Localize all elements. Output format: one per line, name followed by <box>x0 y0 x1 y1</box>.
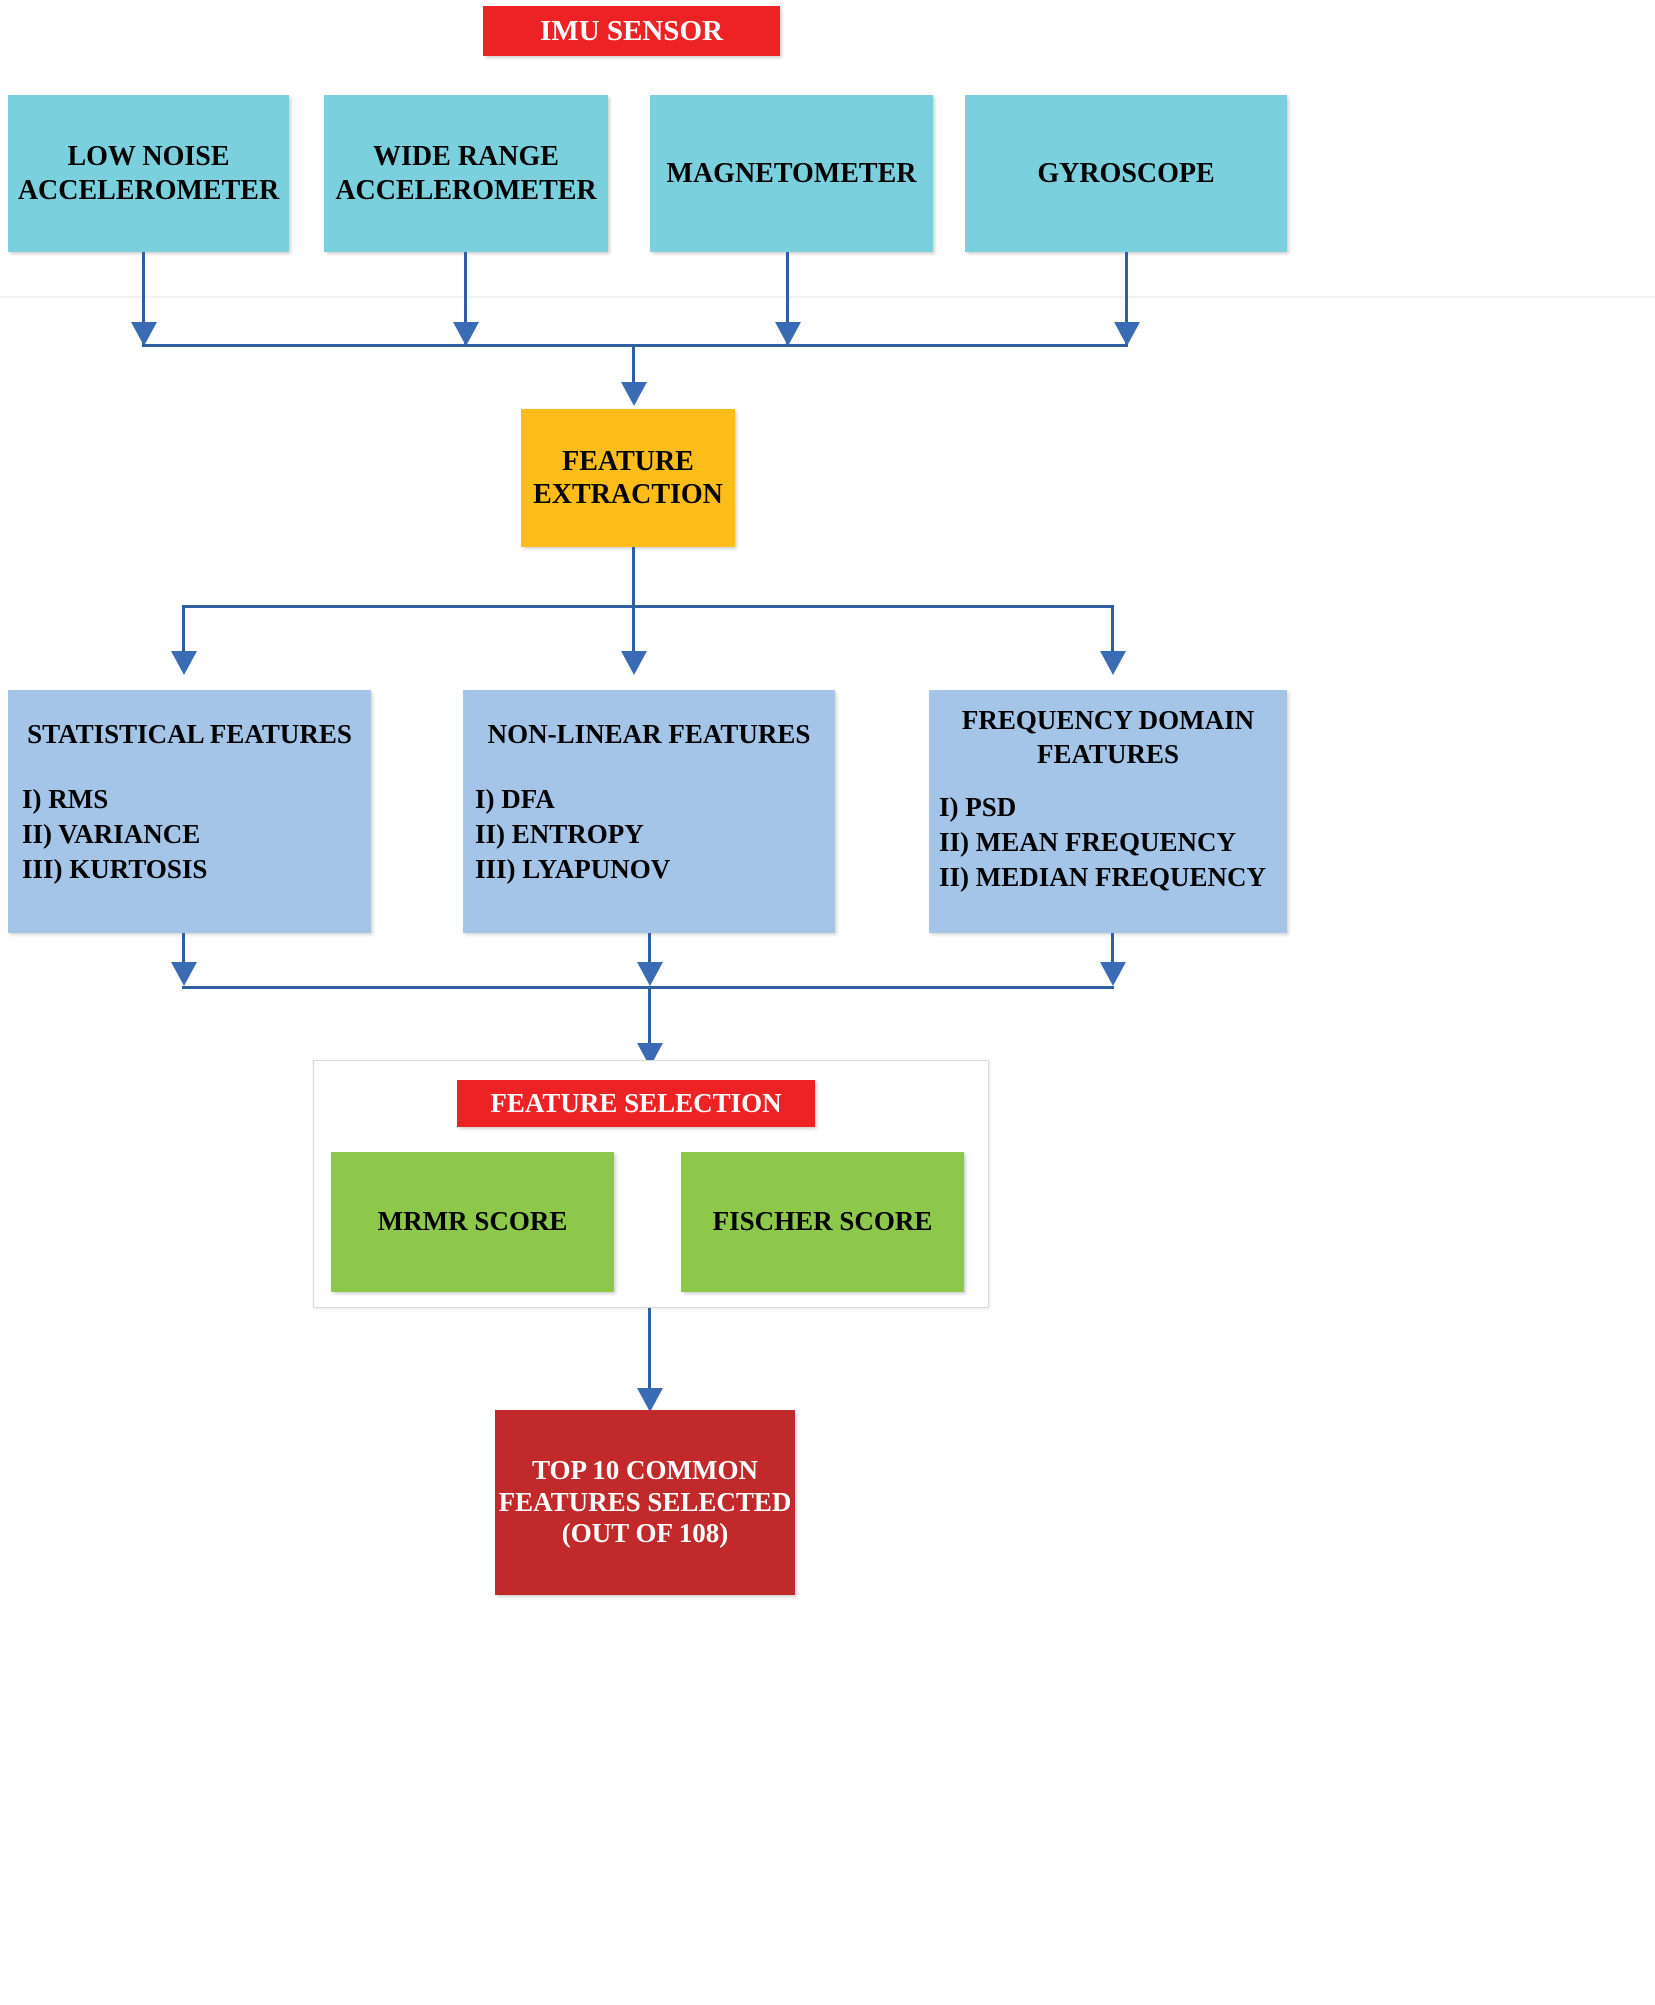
arrowhead-result <box>637 1388 663 1412</box>
node-imu-sensor: IMU SENSOR <box>483 6 780 56</box>
background-rule <box>0 296 1655 298</box>
statistical-feature-item: III) KURTOSIS <box>22 853 208 884</box>
node-mrmr-score: MRMR SCORE <box>331 1152 614 1292</box>
node-nonlinear-features-title: NON-LINEAR FEATURES <box>487 719 811 749</box>
node-statistical-features-items: I) RMS II) VARIANCE III) KURTOSIS <box>8 752 371 887</box>
arrowhead-sensor2 <box>453 322 479 346</box>
connector-sensor2-drop <box>464 252 467 344</box>
connector-bus-to-feature-extraction <box>632 344 635 386</box>
nonlinear-feature-item: II) ENTROPY <box>475 818 644 849</box>
node-nonlinear-features-items: I) DFA II) ENTROPY III) LYAPUNOV <box>463 752 835 887</box>
arrowhead-merge-frequency <box>1100 962 1126 986</box>
arrowhead-sensor1 <box>131 322 157 346</box>
node-gyroscope: GYROSCOPE <box>965 95 1287 252</box>
connector-selection-to-result <box>648 1308 651 1398</box>
node-fischer-score-label: FISCHER SCORE <box>712 1206 933 1237</box>
node-frequency-domain-features: FREQUENCY DOMAIN FEATURES I) PSD II) MEA… <box>929 690 1287 933</box>
node-feature-extraction-label-line2: EXTRACTION <box>533 479 723 510</box>
node-frequency-domain-features-title: FREQUENCY DOMAIN FEATURES <box>929 690 1287 772</box>
node-feature-selection-label: FEATURE SELECTION <box>490 1087 782 1118</box>
statistical-feature-item: II) VARIANCE <box>22 818 201 849</box>
node-wide-range-accelerometer-label-line1: WIDE RANGE <box>373 141 559 173</box>
node-frequency-domain-features-title-line2: FEATURES <box>1036 738 1180 769</box>
node-wide-range-accelerometer: WIDE RANGE ACCELEROMETER <box>324 95 608 252</box>
node-statistical-features-title: STATISTICAL FEATURES <box>27 719 352 749</box>
connector-sensor-bus <box>142 344 1128 347</box>
connector-fe-fanout-bus <box>182 605 1114 608</box>
frequency-feature-item: II) MEDIAN FREQUENCY <box>939 861 1267 892</box>
arrowhead-nonlinear-features <box>621 651 647 675</box>
connector-frequency-drop <box>1111 933 1114 973</box>
node-low-noise-accelerometer: LOW NOISE ACCELEROMETER <box>8 95 289 252</box>
node-statistical-features: STATISTICAL FEATURES I) RMS II) VARIANCE… <box>8 690 371 933</box>
frequency-feature-item: I) PSD <box>939 791 1017 822</box>
node-gyroscope-label: GYROSCOPE <box>1037 157 1215 189</box>
node-frequency-domain-features-title-line1: FREQUENCY DOMAIN <box>961 705 1255 735</box>
node-feature-extraction-label-line1: FEATURE <box>562 445 694 477</box>
node-mrmr-score-label: MRMR SCORE <box>377 1206 568 1237</box>
node-top-features-selected-label-line1: TOP 10 COMMON <box>532 1454 758 1485</box>
node-low-noise-accelerometer-label-line2: ACCELEROMETER <box>17 174 280 206</box>
connector-merge-to-selection <box>648 986 651 1051</box>
connector-sensor4-drop <box>1125 252 1128 344</box>
frequency-feature-item: II) MEAN FREQUENCY <box>939 826 1236 857</box>
arrowhead-feature-extraction <box>621 382 647 406</box>
nonlinear-feature-item: III) LYAPUNOV <box>475 853 671 884</box>
connector-fe-to-nonlinear <box>632 605 635 653</box>
connector-fe-to-statistical <box>182 605 185 653</box>
node-magnetometer: MAGNETOMETER <box>650 95 933 252</box>
connector-statistical-drop <box>182 933 185 973</box>
node-imu-sensor-label: IMU SENSOR <box>540 14 723 47</box>
connector-sensor3-drop <box>786 252 789 344</box>
arrowhead-statistical-features <box>171 651 197 675</box>
arrowhead-sensor3 <box>775 322 801 346</box>
node-low-noise-accelerometer-label-line1: LOW NOISE <box>67 141 230 173</box>
node-frequency-domain-features-items: I) PSD II) MEAN FREQUENCY II) MEDIAN FRE… <box>929 772 1287 895</box>
node-magnetometer-label: MAGNETOMETER <box>666 157 917 189</box>
node-top-features-selected: TOP 10 COMMON FEATURES SELECTED (OUT OF … <box>495 1410 795 1595</box>
node-fischer-score: FISCHER SCORE <box>681 1152 964 1292</box>
connector-fe-stem <box>632 547 635 605</box>
connector-nonlinear-drop <box>648 933 651 973</box>
node-wide-range-accelerometer-label-line2: ACCELEROMETER <box>335 174 597 206</box>
statistical-feature-item: I) RMS <box>22 783 109 814</box>
arrowhead-frequency-features <box>1100 651 1126 675</box>
connector-fe-to-frequency <box>1111 605 1114 653</box>
arrowhead-merge-nonlinear <box>637 962 663 986</box>
arrowhead-sensor4 <box>1114 322 1140 346</box>
node-feature-extraction: FEATURE EXTRACTION <box>521 409 735 547</box>
arrowhead-merge-statistical <box>171 962 197 986</box>
nonlinear-feature-item: I) DFA <box>475 783 555 814</box>
node-top-features-selected-label-line2: FEATURES SELECTED <box>498 1486 792 1517</box>
node-top-features-selected-label-line3: (OUT OF 108) <box>561 1518 729 1549</box>
node-feature-selection: FEATURE SELECTION <box>457 1080 815 1127</box>
connector-sensor1-drop <box>142 252 145 344</box>
node-nonlinear-features: NON-LINEAR FEATURES I) DFA II) ENTROPY I… <box>463 690 835 933</box>
